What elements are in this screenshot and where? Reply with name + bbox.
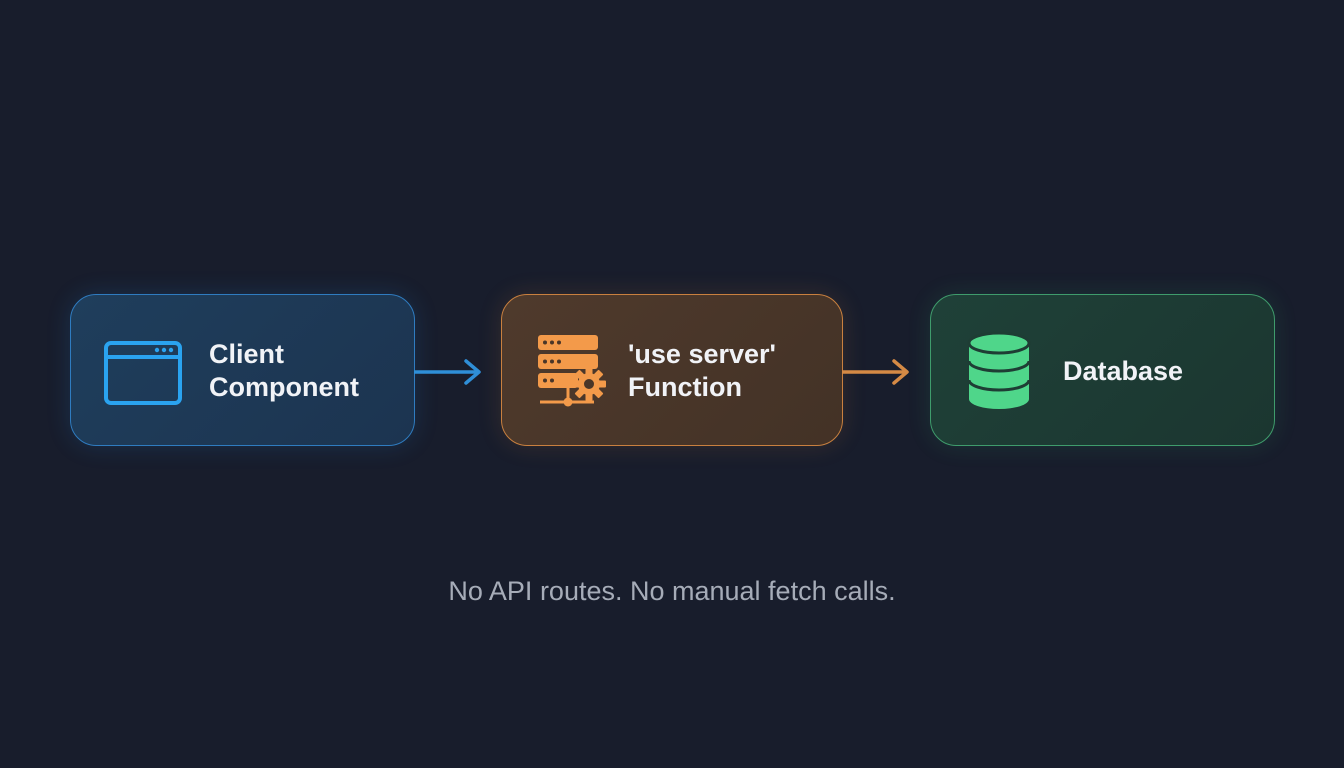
arrow-client-to-server <box>414 359 481 385</box>
server-gear-icon <box>538 335 606 407</box>
server-function-node: 'use server' Function <box>501 294 843 446</box>
database-label: Database <box>1063 356 1184 386</box>
database-node: Database <box>930 294 1275 446</box>
client-label-line1: Client <box>209 339 285 369</box>
arrow-server-to-database <box>842 359 909 385</box>
client-component-label: Client Component <box>209 338 359 404</box>
caption-text: No API routes. No manual fetch calls. <box>448 576 896 606</box>
client-label-line2: Component <box>209 372 359 402</box>
server-label-line2: Function <box>628 372 742 402</box>
client-component-node: Client Component <box>70 294 415 446</box>
browser-window-icon <box>104 341 182 405</box>
server-function-label: 'use server' Function <box>628 338 776 404</box>
database-icon <box>967 331 1031 409</box>
server-label-line1: 'use server' <box>628 339 776 369</box>
